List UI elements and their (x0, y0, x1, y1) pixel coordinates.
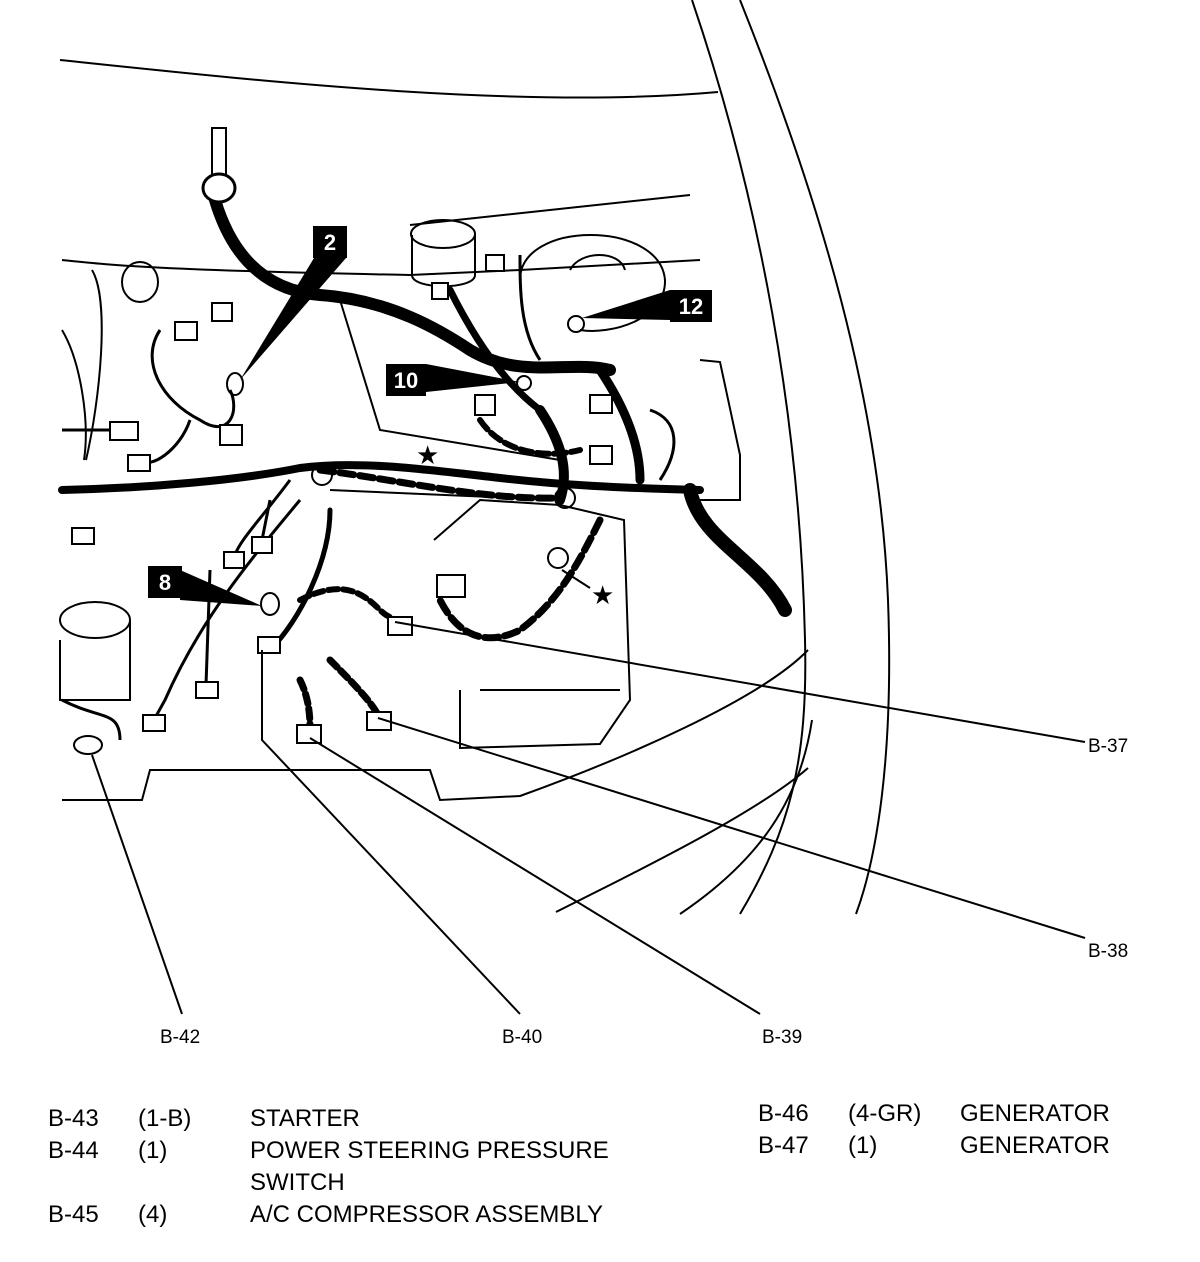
star-icon: ★ (591, 581, 614, 611)
legend-row-b44: B-44 (1) POWER STEERING PRESSURE (48, 1135, 688, 1167)
legend-row-b43: B-43 (1-B) STARTER (48, 1103, 688, 1135)
legend-row-b47: B-47 (1) GENERATOR (758, 1130, 1178, 1162)
legend-desc: GENERATOR (960, 1100, 1110, 1127)
legend-pins: (1-B) (138, 1105, 192, 1132)
badge-10: 10 (386, 364, 426, 396)
legend-code: B-45 (48, 1201, 99, 1228)
legend-pins: (1) (138, 1137, 168, 1164)
legend-pins: (4-GR) (848, 1100, 922, 1127)
legend-left: B-43 (1-B) STARTER B-44 (1) POWER STEERI… (48, 1103, 688, 1231)
badge-8-text: 8 (159, 570, 171, 595)
badge-2-text: 2 (324, 230, 336, 255)
legend-desc: GENERATOR (960, 1132, 1110, 1159)
legend-row-b46: B-46 (4-GR) GENERATOR (758, 1098, 1178, 1130)
legend-code: B-47 (758, 1132, 809, 1159)
callout-leaders (91, 489, 1086, 1015)
badge-10-text: 10 (394, 368, 418, 393)
legend-desc: A/C COMPRESSOR ASSEMBLY (250, 1201, 603, 1228)
callout-b37: B-37 (1088, 736, 1128, 757)
legend-desc: POWER STEERING PRESSURE (250, 1137, 609, 1164)
connectors (71, 254, 613, 744)
legend-code: B-43 (48, 1105, 99, 1132)
star-icon: ★ (416, 441, 439, 471)
callout-b40: B-40 (502, 1027, 542, 1048)
legend-code: B-44 (48, 1137, 99, 1164)
legend-code: B-46 (758, 1100, 809, 1127)
badge-8: 8 (148, 566, 182, 598)
callout-b39: B-39 (762, 1027, 802, 1048)
legend-row-b44-cont: SWITCH (48, 1167, 688, 1199)
callout-b42: B-42 (160, 1027, 200, 1048)
harness-lines (58, 194, 792, 734)
legend-right: B-46 (4-GR) GENERATOR B-47 (1) GENERATOR (758, 1098, 1178, 1162)
sensor-bolt (201, 127, 237, 204)
legend-pins: (1) (848, 1132, 878, 1159)
badge-12: 12 (670, 290, 712, 322)
legend-row-b45: B-45 (4) A/C COMPRESSOR ASSEMBLY (48, 1199, 688, 1231)
body-outline (59, 0, 891, 915)
legend-desc: STARTER (250, 1105, 360, 1132)
legend-desc-continued: SWITCH (250, 1169, 345, 1196)
callout-b38: B-38 (1088, 941, 1128, 962)
legend-pins: (4) (138, 1201, 168, 1228)
badge-2: 2 (313, 226, 347, 258)
badge-12-text: 12 (679, 294, 703, 319)
ground-eyelets (73, 315, 585, 755)
thin-wires (61, 254, 676, 741)
badge-pointers (180, 258, 670, 606)
